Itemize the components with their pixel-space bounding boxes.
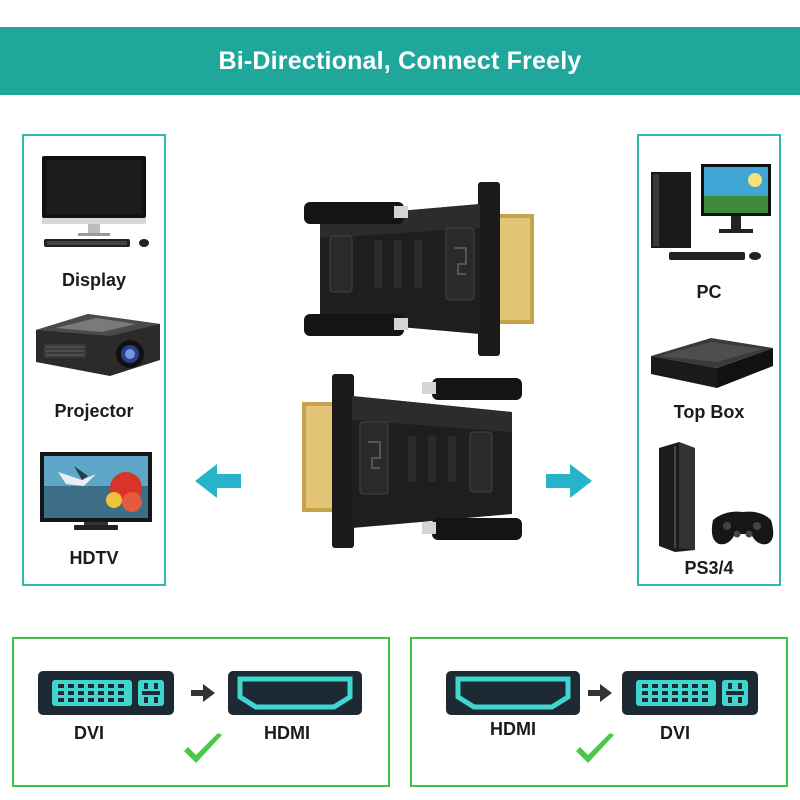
device-label-pc: PC (696, 282, 722, 302)
dvi-connector-icon (622, 671, 758, 715)
monitor-icon (42, 156, 149, 247)
banner-title: Bi-Directional, Connect Freely (218, 46, 582, 75)
check-icon (184, 733, 222, 763)
hdmi-connector-icon (446, 671, 580, 715)
conversion-panel-hdmi-to-dvi: HDMI DVI (410, 637, 788, 787)
arrow-left-icon (195, 464, 241, 498)
header-banner: Bi-Directional, Connect Freely (0, 27, 800, 95)
arrow-right-small-icon (588, 684, 612, 702)
adapter-bottom-image (302, 374, 522, 548)
left-device-panel: Display Projector HDTV (22, 134, 166, 586)
desktop-pc-icon (651, 164, 771, 260)
device-label-display: Display (61, 270, 127, 290)
projector-icon (36, 314, 160, 376)
device-label-hdtv: HDTV (69, 548, 119, 568)
conversion-panel-dvi-to-hdmi: DVI HDMI (12, 637, 390, 787)
conversion-from-label: DVI (74, 723, 105, 743)
adapter-top-image (304, 182, 534, 356)
arrow-right-icon (546, 464, 592, 498)
dvi-connector-icon (38, 671, 174, 715)
set-top-box-icon (651, 338, 773, 388)
game-console-icon (659, 442, 774, 552)
conversion-to-label: HDMI (264, 723, 310, 743)
right-device-panel: PC Top Box PS3/4 (637, 134, 781, 586)
arrow-right-small-icon (191, 684, 215, 702)
conversion-from-label: HDMI (490, 719, 536, 739)
device-label-ps: PS3/4 (684, 558, 734, 578)
hdmi-connector-icon (228, 671, 362, 715)
conversion-to-label: DVI (660, 723, 691, 743)
check-icon (576, 733, 614, 763)
device-label-top-box: Top Box (673, 402, 745, 422)
tv-icon (40, 452, 152, 530)
device-label-projector: Projector (54, 401, 134, 421)
